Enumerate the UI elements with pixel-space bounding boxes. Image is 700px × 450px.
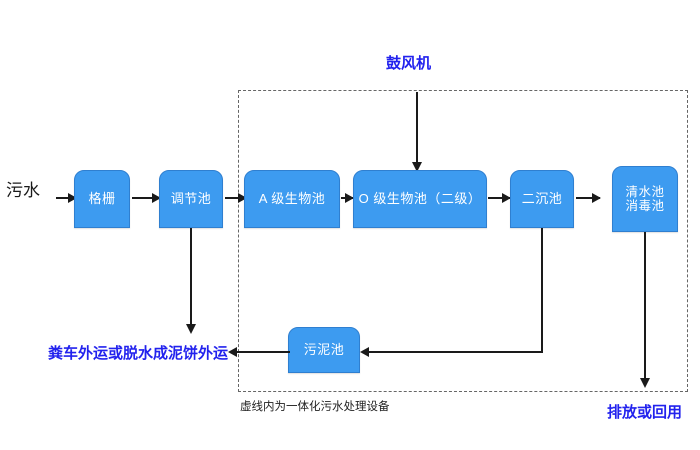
link-regulating-to-a-stage bbox=[225, 197, 247, 199]
secondary-return-arrowhead bbox=[360, 347, 369, 357]
node-clearwater-disinfection-tank[interactable]: 清水池 消毒池 bbox=[612, 166, 678, 232]
link-o-stage-to-secondary-arrowhead bbox=[502, 193, 511, 203]
sludge-disposal-label: 粪车外运或脱水成泥饼外运 bbox=[48, 345, 229, 362]
discharge-arrowhead bbox=[640, 378, 650, 388]
discharge-line bbox=[644, 232, 646, 384]
node-regulating-tank[interactable]: 调节池 bbox=[159, 170, 223, 228]
secondary-return-horizontal-line bbox=[362, 351, 543, 353]
regulating-to-disposal-arrowhead bbox=[186, 324, 196, 334]
sludge-to-disposal-arrowhead bbox=[228, 347, 237, 357]
node-o-stage-bio-tank[interactable]: O 级生物池（二级） bbox=[353, 170, 487, 228]
link-grille-to-regulating bbox=[132, 197, 154, 199]
regulating-to-disposal-line bbox=[190, 228, 192, 328]
link-grille-to-regulating-arrowhead bbox=[152, 193, 161, 203]
sludge-to-disposal-line bbox=[232, 351, 290, 353]
link-secondary-to-clearwater bbox=[576, 197, 600, 199]
link-o-stage-to-secondary bbox=[488, 197, 510, 199]
enclosure-caption: 虚线内为一体化污水处理设备 bbox=[240, 401, 390, 413]
discharge-reuse-label: 排放或回用 bbox=[607, 404, 683, 421]
node-a-stage-bio-tank[interactable]: A 级生物池 bbox=[244, 170, 340, 228]
node-sludge-tank[interactable]: 污泥池 bbox=[288, 327, 360, 373]
inlet-connector-line bbox=[56, 197, 70, 199]
blower-label: 鼓风机 bbox=[386, 55, 432, 72]
secondary-return-vertical-line bbox=[541, 228, 543, 352]
node-secondary-settling-tank[interactable]: 二沉池 bbox=[510, 170, 574, 228]
link-a-stage-to-o-stage-arrowhead bbox=[345, 193, 354, 203]
link-secondary-to-clearwater-arrowhead bbox=[592, 193, 601, 203]
node-grille[interactable]: 格栅 bbox=[74, 170, 130, 228]
blower-feed-line bbox=[416, 92, 418, 164]
inlet-label: 污水 bbox=[6, 181, 40, 200]
blower-feed-arrowhead bbox=[412, 162, 422, 172]
link-regulating-to-a-stage-arrowhead bbox=[238, 193, 247, 203]
integrated-equipment-boundary bbox=[238, 90, 688, 392]
inlet-connector-arrowhead bbox=[68, 193, 77, 203]
